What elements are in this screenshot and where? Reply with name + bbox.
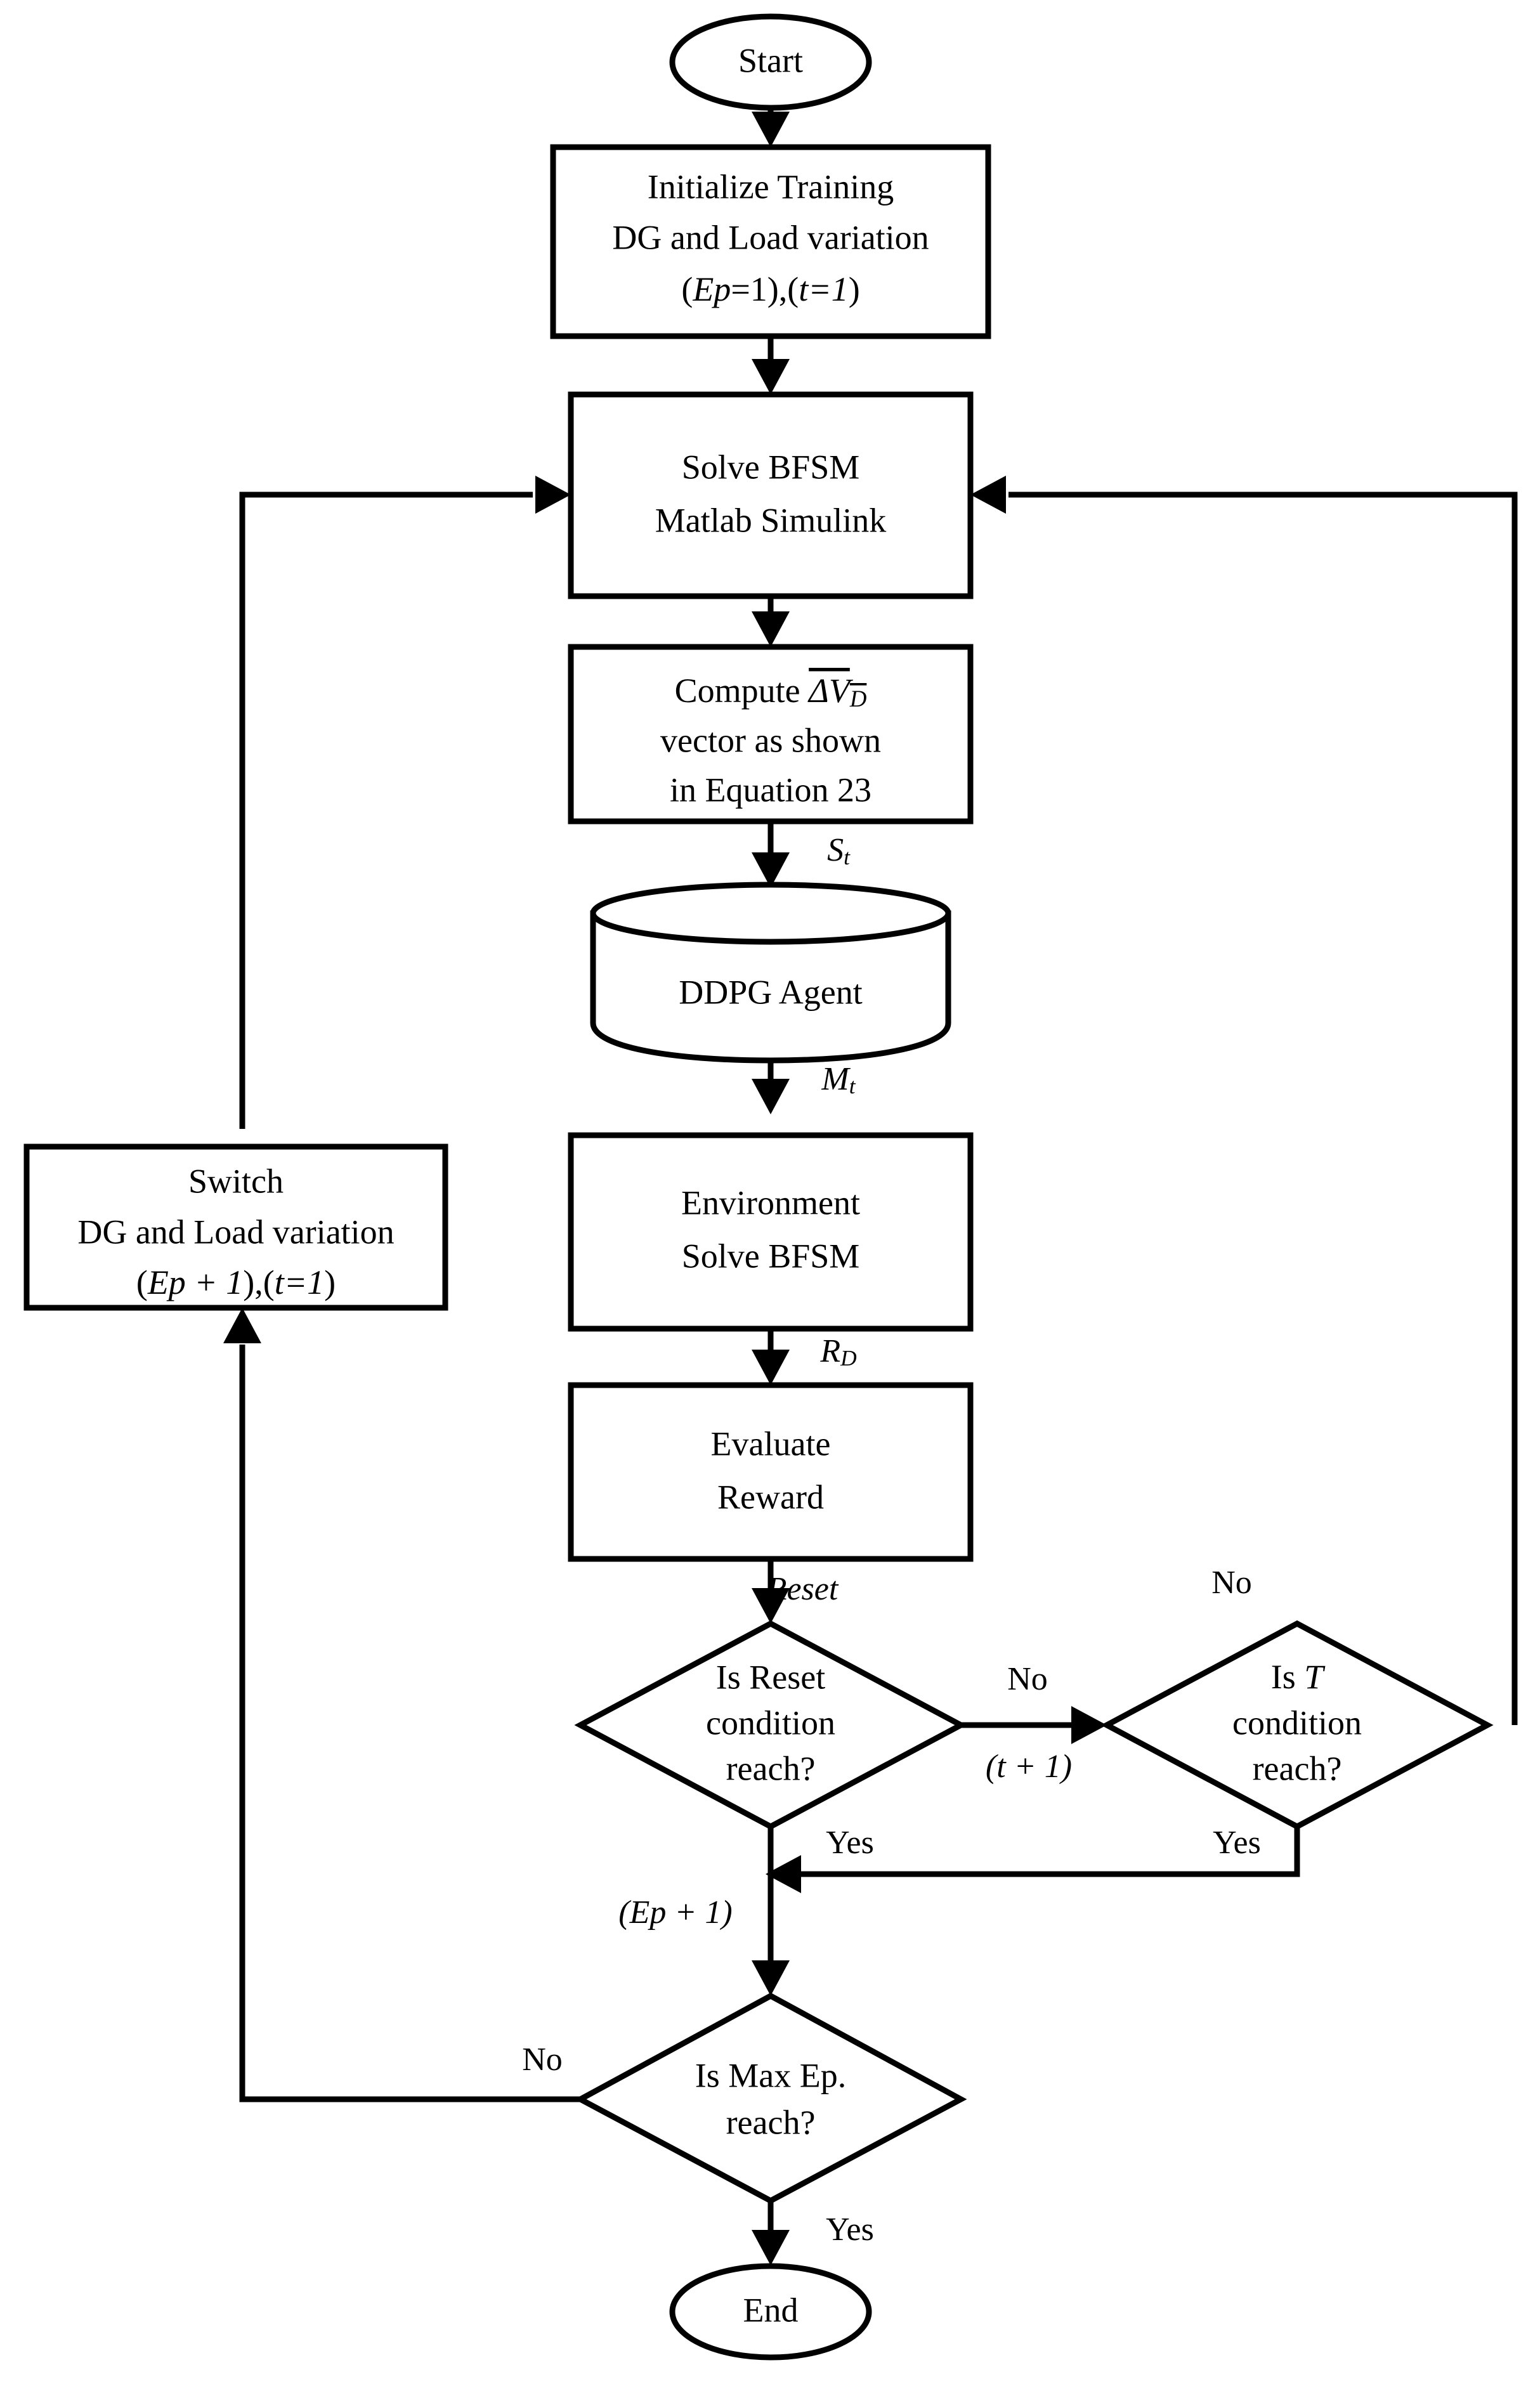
- edge-maxep-yes-to-end: [752, 2201, 790, 2265]
- node-initialize-training[interactable]: Initialize Training DG and Load variatio…: [550, 144, 991, 339]
- edge-label-t-increment: (t + 1): [986, 1749, 1072, 1785]
- node-solve-bfsm[interactable]: Solve BFSM Matlab Simulink: [568, 391, 974, 599]
- edge-initialize-to-solve: [752, 336, 790, 394]
- evaluate-reward-line1: Evaluate: [711, 1424, 831, 1463]
- reset-decision-line1: Is Reset: [716, 1658, 825, 1696]
- reset-decision-line2: condition: [706, 1704, 835, 1742]
- compute-line1: Compute ΔVD: [675, 672, 867, 711]
- node-start[interactable]: Start: [669, 13, 872, 111]
- edge-label-reward: RD: [819, 1333, 856, 1371]
- environment-line2: Solve BFSM: [682, 1237, 860, 1275]
- evaluate-reward-line2: Reward: [717, 1478, 824, 1516]
- edge-label-state: St: [827, 832, 851, 870]
- end-label: End: [743, 2291, 799, 2329]
- start-label: Start: [738, 41, 803, 79]
- edge-reset-yes-down: [752, 1827, 790, 1996]
- edge-label-maxep-no: No: [522, 2042, 563, 2078]
- edge-solve-to-compute: [752, 596, 790, 647]
- switch-line3: (Ep + 1),(t=1): [136, 1263, 336, 1301]
- initialize-t-var: t=1: [799, 270, 848, 308]
- edge-reset-no-to-tdecision: [961, 1706, 1107, 1744]
- compute-line3: in Equation 23: [670, 771, 871, 809]
- solve-bfsm-line1: Solve BFSM: [682, 448, 860, 486]
- edge-tdecision-yes-merge: [766, 1827, 1300, 1893]
- node-ddpg-agent[interactable]: DDPG Agent: [590, 882, 951, 1064]
- t-decision-line3: reach?: [1253, 1749, 1342, 1787]
- switch-t-var: t=1: [275, 1263, 324, 1301]
- node-environment[interactable]: Environment Solve BFSM: [568, 1132, 974, 1332]
- edge-label-reset: Reset: [766, 1571, 839, 1607]
- edge-label-t-no: No: [1211, 1565, 1252, 1601]
- edge-reward-to-reset: [752, 1559, 790, 1624]
- reset-decision-line3: reach?: [726, 1749, 816, 1787]
- edge-label-reset-no: No: [1007, 1661, 1048, 1697]
- ddpg-agent-label: DDPG Agent: [679, 973, 863, 1011]
- max-ep-line2: reach?: [726, 2103, 816, 2141]
- node-switch-dg-load[interactable]: Switch DG and Load variation (Ep + 1),(t…: [23, 1143, 448, 1311]
- edge-switch-to-solve: [239, 476, 571, 1129]
- solve-bfsm-line2: Matlab Simulink: [655, 501, 887, 539]
- switch-line2: DG and Load variation: [77, 1213, 394, 1251]
- edge-tdecision-to-solve: [970, 476, 1518, 1725]
- edge-label-episode-increment: (Ep + 1): [618, 1894, 733, 1931]
- switch-ep-var: Ep + 1: [147, 1263, 243, 1301]
- t-decision-line2: condition: [1232, 1704, 1362, 1742]
- node-max-ep-decision[interactable]: Is Max Ep. reach?: [574, 1992, 967, 2205]
- max-ep-line1: Is Max Ep.: [695, 2056, 846, 2094]
- edge-environment-to-reward: [752, 1329, 790, 1385]
- switch-line1: Switch: [188, 1162, 284, 1200]
- edge-maxep-no-to-switch: [223, 1308, 580, 2102]
- edge-label-t-yes: Yes: [1213, 1825, 1261, 1861]
- node-end[interactable]: End: [669, 2263, 872, 2361]
- node-t-decision[interactable]: Is T condition reach?: [1100, 1620, 1494, 1830]
- edge-label-action: Mt: [821, 1061, 856, 1098]
- t-decision-t-var: T: [1304, 1658, 1326, 1696]
- initialize-line2: DG and Load variation: [612, 218, 929, 256]
- t-decision-line1: Is T: [1271, 1658, 1326, 1696]
- environment-line1: Environment: [681, 1183, 860, 1222]
- initialize-line1: Initialize Training: [648, 167, 894, 205]
- initialize-ep-var: Ep: [692, 270, 731, 308]
- edge-label-maxep-yes: Yes: [826, 2212, 874, 2248]
- edge-compute-to-agent: [752, 821, 790, 888]
- edge-label-reset-yes: Yes: [826, 1825, 874, 1861]
- node-compute-delta-v[interactable]: Compute ΔVD vector as shown in Equation …: [568, 644, 974, 824]
- compute-line2: vector as shown: [660, 721, 881, 759]
- node-reset-decision[interactable]: Is Reset condition reach?: [574, 1620, 967, 1830]
- initialize-line3: (Ep=1),(t=1): [681, 270, 859, 308]
- node-evaluate-reward[interactable]: Evaluate Reward: [568, 1382, 974, 1562]
